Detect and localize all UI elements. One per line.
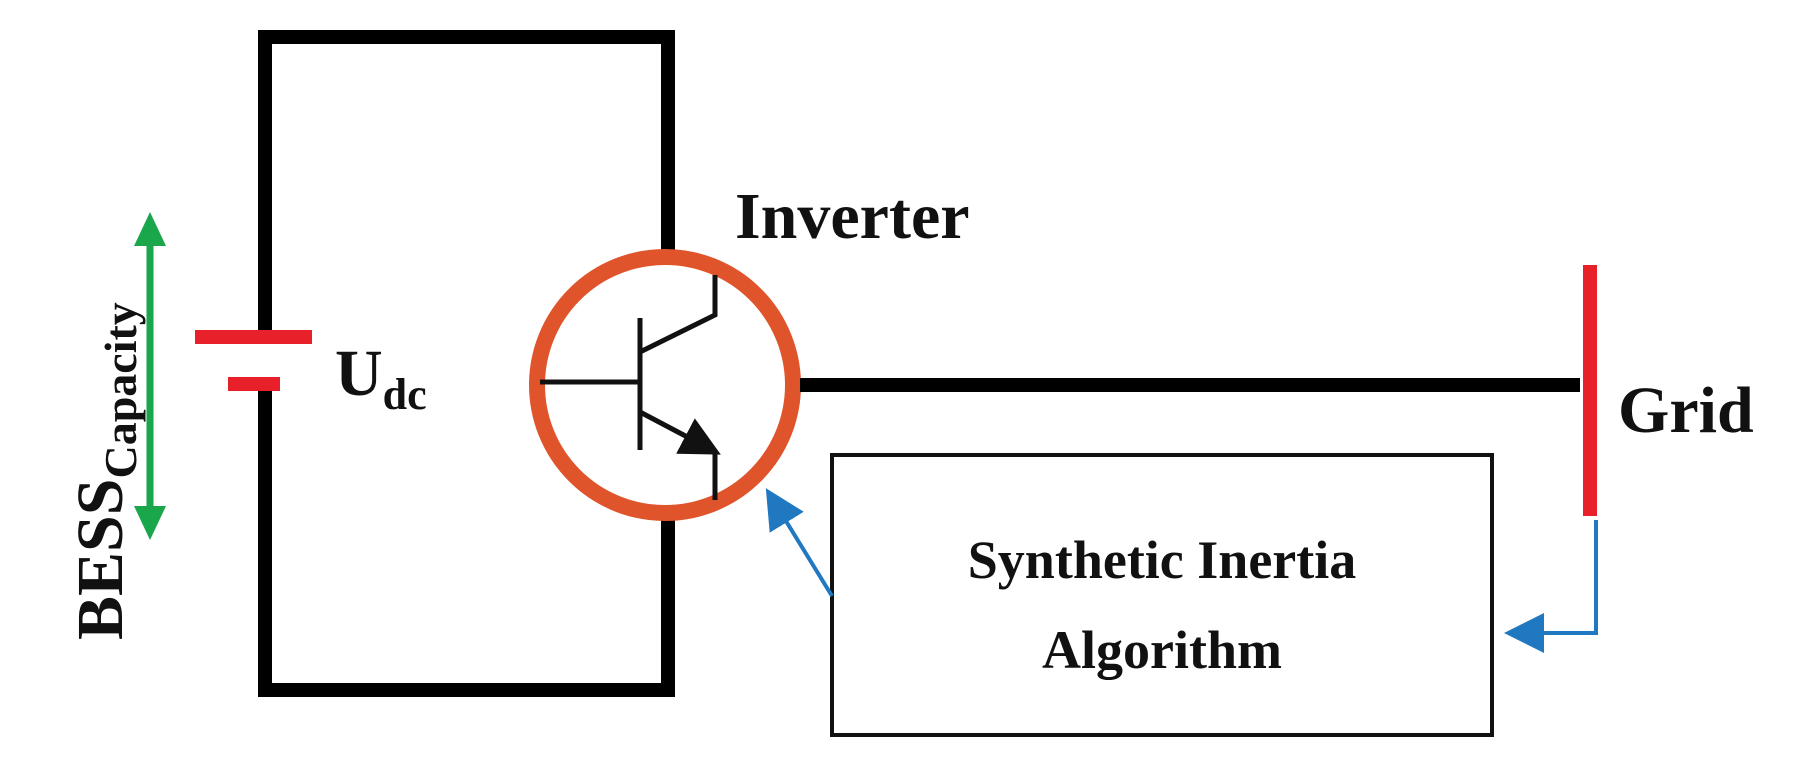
transistor-icon — [540, 275, 721, 500]
algorithm-label-line2: Algorithm — [1042, 620, 1282, 680]
capacity-double-arrow — [134, 212, 166, 540]
inverter-label: Inverter — [735, 180, 970, 253]
algorithm-box — [830, 453, 1494, 737]
algorithm-label-line1: Synthetic Inertia — [968, 530, 1356, 590]
dc-loop-wires — [258, 30, 675, 697]
udc-label: Udc — [335, 337, 427, 419]
inverter-ring — [529, 249, 801, 521]
bess-capacity-label: BESSCapacity — [64, 302, 146, 640]
feedback-signal-arrows — [765, 488, 1598, 653]
grid-label: Grid — [1618, 374, 1754, 447]
battery-symbol — [195, 330, 312, 391]
